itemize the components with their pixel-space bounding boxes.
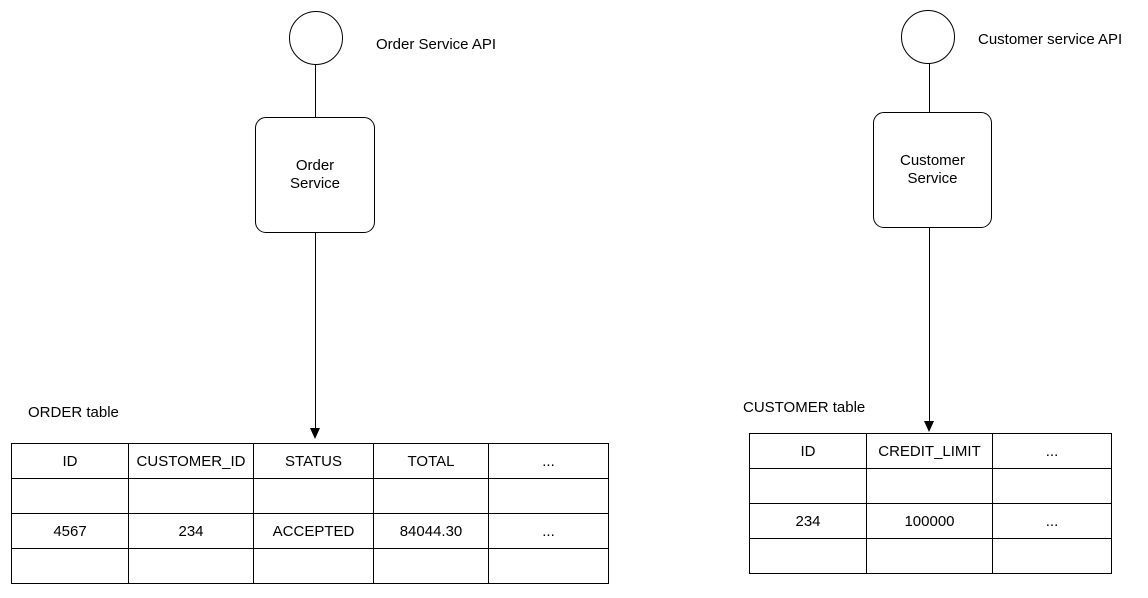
order-cell: 4567 [11, 513, 129, 549]
customer-service-box: Customer Service [873, 112, 992, 228]
order-table-header-row: ID CUSTOMER_ID STATUS TOTAL ... [11, 443, 609, 479]
order-api-connector-line [315, 64, 316, 118]
customer-table-header-row: ID CREDIT_LIMIT ... [749, 433, 1112, 469]
order-cell [373, 478, 489, 514]
customer-table-row: 234 100000 ... [749, 503, 1112, 539]
customer-cell [992, 538, 1112, 574]
customer-cell: 234 [749, 503, 867, 539]
order-cell [11, 478, 129, 514]
order-col-header: TOTAL [373, 443, 489, 479]
order-cell [253, 478, 374, 514]
customer-cell [749, 538, 867, 574]
order-cell [488, 478, 609, 514]
order-table-row [11, 548, 609, 584]
customer-col-header: ... [992, 433, 1112, 469]
order-cell: ... [488, 513, 609, 549]
order-db-arrow-line [315, 233, 316, 429]
order-db-arrowhead-icon [310, 428, 320, 439]
order-cell: ACCEPTED [253, 513, 374, 549]
customer-api-connector-line [929, 63, 930, 113]
order-cell [488, 548, 609, 584]
order-table: ID CUSTOMER_ID STATUS TOTAL ... 4567 234… [11, 443, 609, 584]
customer-table-row [749, 538, 1112, 574]
order-col-header: ... [488, 443, 609, 479]
customer-cell: ... [992, 503, 1112, 539]
customer-cell: 100000 [866, 503, 993, 539]
customer-db-arrowhead-icon [924, 421, 934, 432]
customer-api-endpoint-circle [901, 10, 955, 64]
order-col-header: ID [11, 443, 129, 479]
order-cell: 84044.30 [373, 513, 489, 549]
customer-db-arrow-line [929, 228, 930, 422]
customer-api-label: Customer service API [978, 31, 1123, 48]
customer-col-header: ID [749, 433, 867, 469]
order-cell [373, 548, 489, 584]
customer-cell [866, 538, 993, 574]
customer-table-row [749, 468, 1112, 504]
customer-col-header: CREDIT_LIMIT [866, 433, 993, 469]
order-service-box: Order Service [255, 117, 375, 233]
customer-table-title: CUSTOMER table [743, 399, 866, 416]
order-cell [128, 548, 254, 584]
customer-table: ID CREDIT_LIMIT ... 234 100000 ... [749, 433, 1112, 574]
customer-service-label: Customer Service [899, 152, 966, 187]
order-col-header: STATUS [253, 443, 374, 479]
order-cell [128, 478, 254, 514]
order-table-title: ORDER table [28, 404, 119, 421]
order-api-label: Order Service API [376, 36, 497, 53]
order-cell: 234 [128, 513, 254, 549]
customer-cell [866, 468, 993, 504]
order-cell [253, 548, 374, 584]
order-col-header: CUSTOMER_ID [128, 443, 254, 479]
customer-cell [992, 468, 1112, 504]
order-service-label: Order Service [289, 157, 341, 192]
order-api-endpoint-circle [289, 11, 343, 65]
order-table-row: 4567 234 ACCEPTED 84044.30 ... [11, 513, 609, 549]
order-table-row [11, 478, 609, 514]
customer-cell [749, 468, 867, 504]
order-cell [11, 548, 129, 584]
